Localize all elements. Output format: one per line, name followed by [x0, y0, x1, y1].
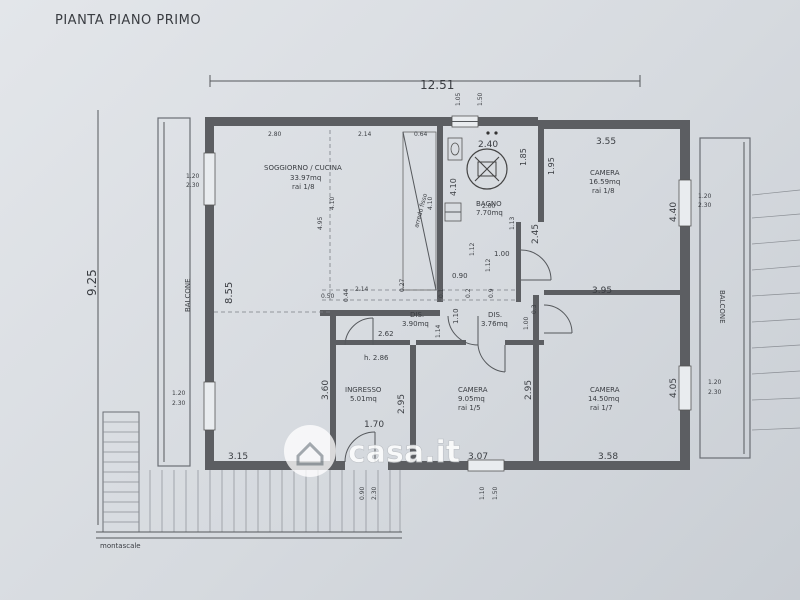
room-name-hall-2: DIS. [488, 311, 502, 319]
stair-lift-label: montascale [100, 542, 141, 550]
svg-text:2.45: 2.45 [531, 224, 541, 244]
svg-text:1.13: 1.13 [509, 216, 516, 230]
svg-text:4.10: 4.10 [449, 178, 458, 196]
bathroom-fixtures [444, 131, 508, 222]
svg-text:0.90: 0.90 [452, 272, 468, 280]
window-marks [203, 115, 692, 472]
svg-text:1.95: 1.95 [547, 157, 556, 175]
svg-text:2.95: 2.95 [397, 394, 407, 414]
svg-text:1.50: 1.50 [477, 92, 484, 106]
svg-text:3.58: 3.58 [598, 452, 618, 462]
svg-text:1.20: 1.20 [172, 390, 186, 397]
svg-text:1.12: 1.12 [469, 242, 476, 256]
svg-text:0.90: 0.90 [359, 486, 366, 500]
svg-text:2.14: 2.14 [358, 131, 372, 138]
dim-total-height: 9.25 [85, 269, 99, 296]
svg-text:0.1: 0.1 [438, 288, 445, 298]
svg-text:2.62: 2.62 [378, 330, 394, 338]
svg-text:2.00: 2.00 [482, 203, 496, 210]
svg-text:4.05: 4.05 [669, 378, 679, 398]
svg-text:0.44: 0.44 [343, 288, 350, 302]
svg-text:0.9: 0.9 [488, 288, 495, 298]
svg-text:1.20: 1.20 [698, 193, 712, 200]
room-ratio-bedroom-2: rai 1/5 [458, 404, 481, 412]
svg-text:1.20: 1.20 [708, 379, 722, 386]
svg-text:2.30: 2.30 [698, 202, 712, 209]
svg-text:8.55: 8.55 [224, 282, 235, 304]
fixed-furniture-box [402, 131, 437, 291]
svg-text:2.40: 2.40 [478, 140, 498, 150]
svg-text:1.70: 1.70 [364, 420, 384, 430]
svg-text:2.30: 2.30 [186, 182, 200, 189]
svg-text:1.00: 1.00 [494, 250, 510, 258]
svg-text:2.30: 2.30 [172, 400, 186, 407]
watermark: casa.it [284, 425, 460, 477]
svg-text:1.85: 1.85 [519, 148, 528, 166]
outer-walls [205, 117, 690, 470]
svg-text:1.00: 1.00 [523, 316, 530, 330]
watermark-logo-icon [284, 425, 336, 477]
plan-title: PIANTA PIANO PRIMO [55, 13, 201, 28]
balcony-left [157, 117, 191, 467]
room-name-bedroom-3: CAMERA [590, 386, 620, 394]
svg-text:3.55: 3.55 [596, 137, 616, 147]
svg-text:1.14: 1.14 [435, 324, 442, 338]
room-ratio-bedroom-3: rai 1/7 [590, 404, 613, 412]
svg-text:1.12: 1.12 [485, 258, 492, 272]
svg-text:1.10: 1.10 [452, 308, 460, 324]
fixed-furniture-diagonal [402, 131, 437, 291]
svg-text:0.3: 0.3 [531, 304, 538, 314]
svg-text:2.95: 2.95 [524, 380, 534, 400]
room-name-living-kitchen: SOGGIORNO / CUCINA [264, 164, 342, 172]
room-area-hall-1: 3.90mq [402, 320, 429, 328]
svg-text:0.2: 0.2 [465, 288, 472, 298]
room-area-bedroom-1: 16.59mq [589, 178, 620, 186]
svg-text:1.50: 1.50 [492, 486, 499, 500]
room-name-bedroom-1: CAMERA [590, 169, 620, 177]
svg-text:1.05: 1.05 [455, 92, 462, 106]
svg-text:2.14: 2.14 [355, 286, 369, 293]
svg-text:0.27: 0.27 [399, 278, 406, 292]
dimension-labels: 1.05 1.50 2.80 2.14 0.64 2.40 1.85 3.55 … [172, 92, 722, 500]
svg-text:2.80: 2.80 [268, 131, 282, 138]
svg-text:h. 2.86: h. 2.86 [364, 354, 389, 362]
svg-text:2.30: 2.30 [708, 389, 722, 396]
svg-text:1.10: 1.10 [479, 486, 486, 500]
svg-text:0.64: 0.64 [414, 131, 428, 138]
room-name-entrance: INGRESSO [345, 386, 382, 394]
room-ratio-living-kitchen: rai 1/8 [292, 183, 315, 191]
room-ratio-bedroom-1: rai 1/8 [592, 187, 615, 195]
room-area-bathroom: 7.70mq [476, 209, 503, 217]
balcony-right [699, 137, 751, 459]
room-name-bathroom: BAGNO [476, 200, 502, 208]
room-name-hall-1: DIS. [410, 311, 424, 319]
svg-text:4.10: 4.10 [329, 196, 336, 210]
watermark-text: casa.it [348, 435, 460, 470]
svg-text:3.60: 3.60 [321, 380, 331, 400]
room-name-bedroom-2: CAMERA [458, 386, 488, 394]
adjacent-sheet-lines [751, 189, 800, 431]
door-swings [344, 249, 573, 463]
svg-text:4.10: 4.10 [427, 196, 434, 210]
svg-text:1.20: 1.20 [186, 173, 200, 180]
room-area-entrance: 5.01mq [350, 395, 377, 403]
svg-text:2.30: 2.30 [371, 486, 378, 500]
dim-total-width: 12.51 [420, 78, 454, 92]
balcony-left-label: BALCONE [184, 278, 192, 312]
svg-text:4.95: 4.95 [317, 216, 324, 230]
room-area-hall-2: 3.76mq [481, 320, 508, 328]
interior-walls [320, 126, 680, 462]
svg-text:0.50: 0.50 [321, 293, 335, 300]
room-area-living-kitchen: 33.97mq [290, 174, 321, 182]
svg-text:4.40: 4.40 [669, 202, 679, 222]
svg-text:3.15: 3.15 [228, 452, 248, 462]
balcony-right-label: BALCONE [718, 290, 726, 324]
svg-text:3.07: 3.07 [468, 452, 488, 462]
svg-text:3.95: 3.95 [592, 286, 612, 296]
stair-lift [96, 411, 402, 539]
room-area-bedroom-3: 14.50mq [588, 395, 619, 403]
room-area-bedroom-2: 9.05mq [458, 395, 485, 403]
